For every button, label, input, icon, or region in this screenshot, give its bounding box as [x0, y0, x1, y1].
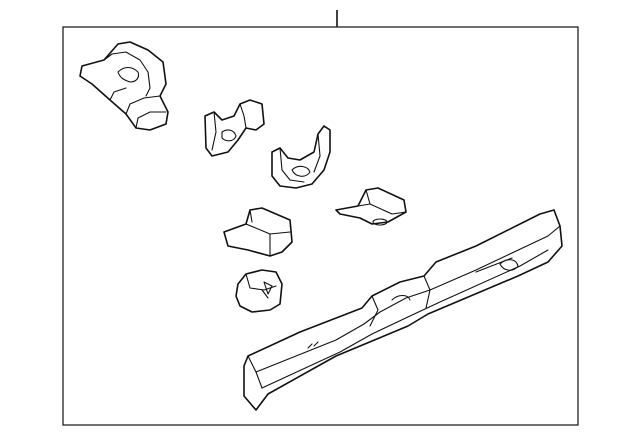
channel-bracket-part — [223, 207, 293, 257]
mount-bracket-part — [204, 99, 265, 157]
upper-bracket-reinforcement-part — [79, 41, 169, 131]
diagram-frame — [62, 26, 579, 426]
small-flat-bracket-part — [335, 187, 407, 226]
end-cap-part — [235, 269, 283, 313]
rocker-panel-part — [243, 209, 563, 411]
curved-bracket-part — [271, 125, 331, 189]
